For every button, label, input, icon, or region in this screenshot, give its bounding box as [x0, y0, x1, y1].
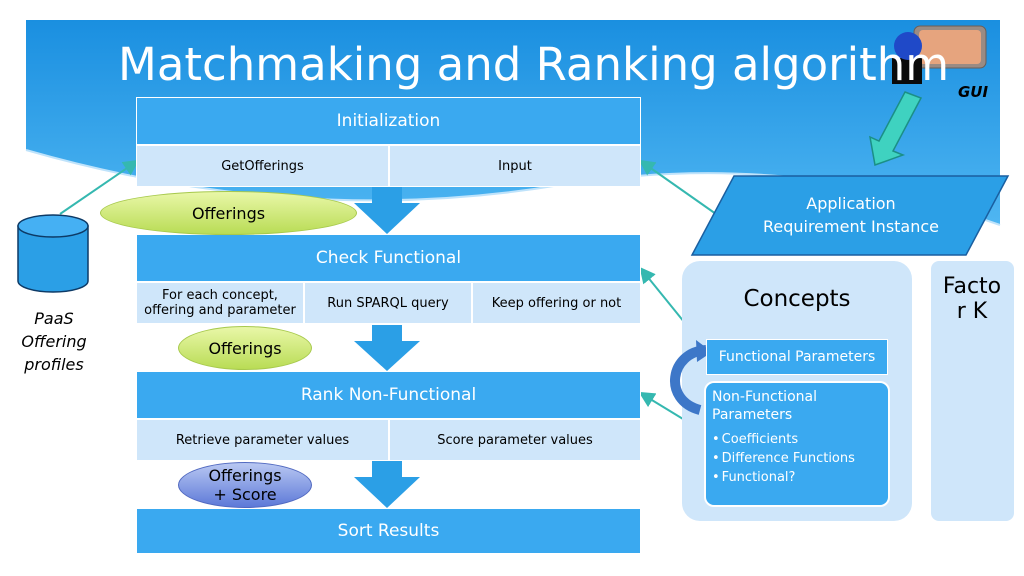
sort-results-header: Sort Results: [136, 508, 641, 554]
curved-arrow-head-icon: [696, 340, 712, 362]
offerings-score-line: + Score: [213, 485, 277, 504]
keep-offering-cell: Keep offering or not: [472, 282, 641, 324]
requirement-shape: [690, 175, 1010, 256]
retrieve-values-cell: Retrieve parameter values: [136, 419, 389, 461]
requirement-label-line: Application: [806, 194, 896, 213]
down-arrow-icon: [354, 325, 420, 371]
factor-k-line: r K: [956, 299, 988, 324]
down-arrow-icon: [354, 461, 420, 508]
factor-k-title: Facto r K: [932, 274, 1012, 324]
score-values-cell: Score parameter values: [389, 419, 641, 461]
non-functional-title: Non-Functional Parameters: [712, 389, 817, 423]
list-item: Coefficients: [712, 430, 882, 449]
database-label-line: Offering: [21, 332, 87, 351]
list-item: Difference Functions: [712, 449, 882, 468]
gui-down-arrow-icon: [869, 91, 923, 167]
database-label-line: profiles: [24, 355, 84, 374]
functional-parameters-box: Functional Parameters: [706, 339, 888, 375]
check-functional-header: Check Functional: [136, 234, 641, 282]
page-title: Matchmaking and Ranking algorithm: [118, 38, 950, 91]
database-icon: [17, 214, 89, 293]
non-functional-list: Coefficients Difference Functions Functi…: [712, 430, 882, 487]
concepts-title: Concepts: [743, 286, 851, 312]
offerings-score-line: Offerings: [208, 466, 282, 485]
database-label: PaaS Offering profiles: [14, 307, 94, 376]
requirement-label: Application Requirement Instance: [736, 192, 966, 238]
down-arrow-icon: [354, 187, 420, 234]
requirement-label-line: Requirement Instance: [762, 217, 940, 236]
rank-non-functional-header: Rank Non-Functional: [136, 371, 641, 419]
offerings-oval: Offerings: [100, 191, 357, 235]
connector-arrow: [638, 159, 717, 215]
offerings-oval: Offerings: [178, 326, 312, 370]
gui-icon: [892, 25, 987, 84]
get-offerings-cell: GetOfferings: [136, 145, 389, 187]
initialization-header: Initialization: [136, 97, 641, 145]
factor-k-line: Facto: [942, 274, 1002, 299]
offerings-score-oval: Offerings + Score: [178, 462, 312, 508]
for-each-concept-cell: For each concept, offering and parameter: [136, 282, 304, 324]
curved-arrow: [670, 345, 707, 415]
factor-k-panel: [931, 261, 1014, 521]
list-item: Functional?: [712, 468, 882, 487]
database-label-line: PaaS: [34, 309, 74, 328]
connector-arrow: [59, 159, 140, 215]
input-cell: Input: [389, 145, 641, 187]
non-functional-parameters-box: Non-Functional Parameters Coefficients D…: [704, 381, 890, 507]
gui-label: GUI: [958, 83, 989, 101]
run-sparql-cell: Run SPARQL query: [304, 282, 472, 324]
